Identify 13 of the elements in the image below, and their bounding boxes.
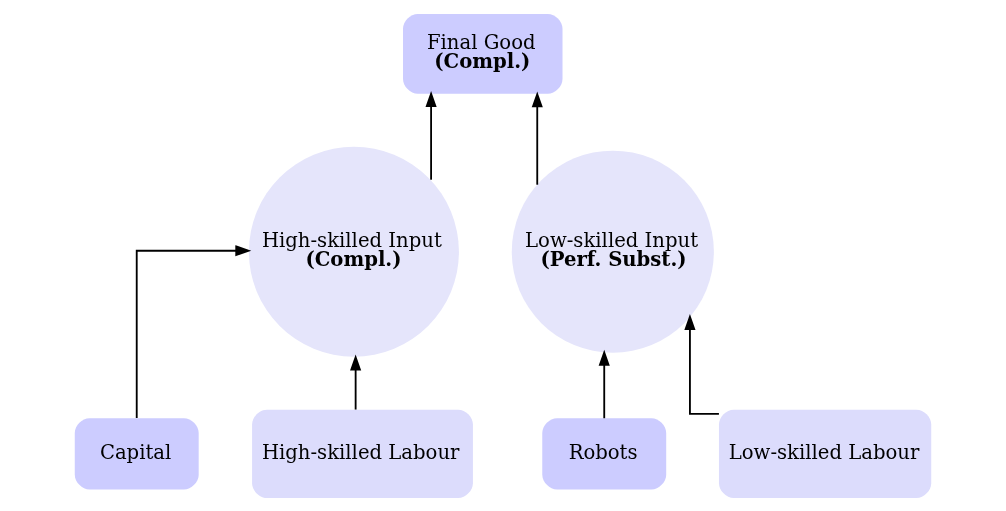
arrow <box>350 354 362 410</box>
node-box: Final Good (Compl.) <box>403 13 563 94</box>
arrow <box>135 244 252 419</box>
node-circle: Low-skilled Input (Perf. Subst.) <box>511 150 714 353</box>
arrow <box>684 313 720 415</box>
node-box: Robots <box>542 417 667 489</box>
node-box: High-skilled Labour <box>252 409 473 498</box>
arrow <box>598 349 610 419</box>
node-box: Capital <box>74 417 199 489</box>
arrow <box>425 90 437 181</box>
node-circle: High-skilled Input (Compl.) <box>248 146 459 357</box>
node-box: Low-skilled Labour <box>718 409 932 498</box>
arrow <box>531 90 543 186</box>
